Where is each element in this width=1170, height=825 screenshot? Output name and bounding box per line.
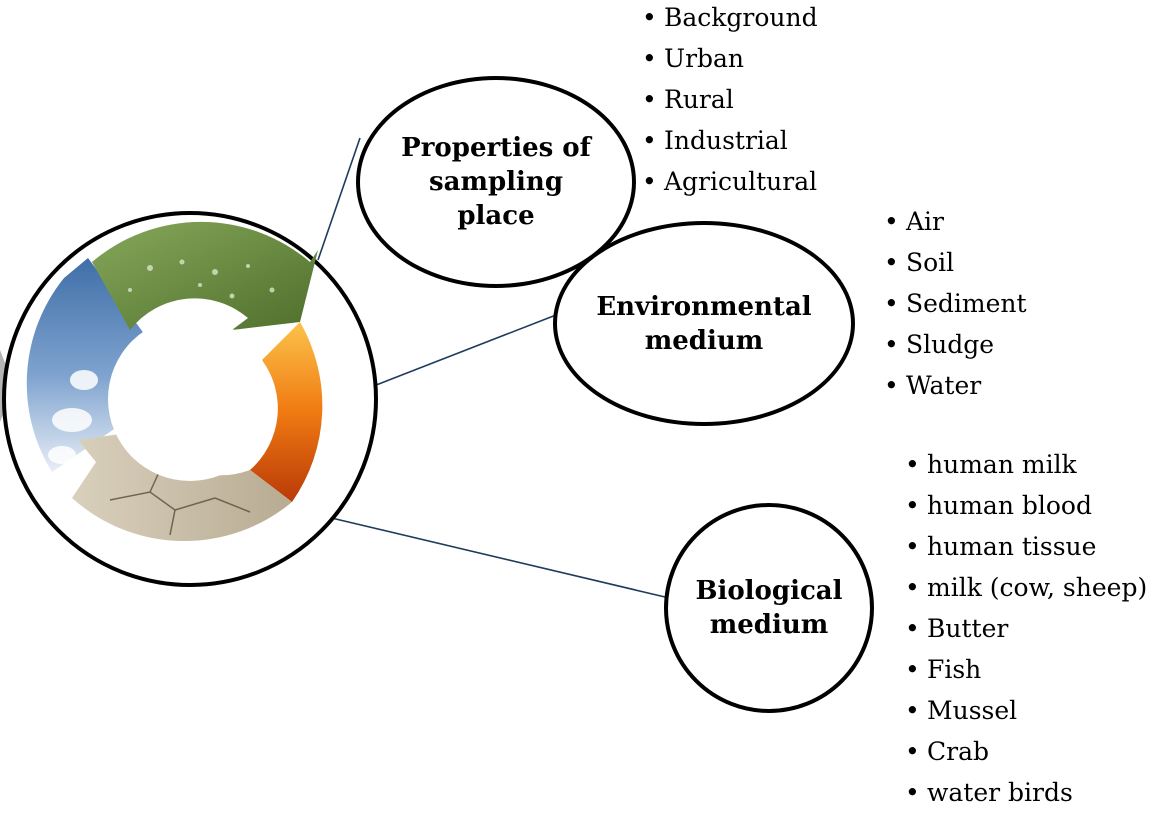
- node-environmental-medium: Environmental medium: [553, 221, 855, 426]
- list-item: Sludge: [884, 324, 1027, 365]
- list-item: water birds: [905, 772, 1147, 813]
- list-item: milk (cow, sheep): [905, 567, 1147, 608]
- list-item: Crab: [905, 731, 1147, 772]
- environmental-medium-list: Air Soil Sediment Sludge Water: [884, 201, 1027, 406]
- node-sampling-place-label: Properties of sampling place: [401, 133, 591, 231]
- hub-center: [108, 317, 272, 481]
- list-item: human tissue: [905, 526, 1147, 567]
- earth-arrow-icon: [72, 430, 292, 542]
- water-arrow-icon: [92, 221, 318, 330]
- list-item: Soil: [884, 242, 1027, 283]
- list-item: Agricultural: [642, 161, 818, 202]
- list-item: Fish: [905, 649, 1147, 690]
- connector-env: [370, 314, 557, 388]
- connector-bio: [322, 515, 666, 598]
- water-droplets-icon: [128, 259, 275, 299]
- sampling-place-list: Background Urban Rural Industrial Agricu…: [642, 0, 818, 202]
- fire-arrow-icon: [250, 322, 323, 502]
- connector-sampling: [317, 137, 361, 261]
- list-item: Butter: [905, 608, 1147, 649]
- list-item: Water: [884, 365, 1027, 406]
- list-item: Mussel: [905, 690, 1147, 731]
- list-item: Industrial: [642, 120, 818, 161]
- cloud-icon: [48, 370, 98, 464]
- list-item: Air: [884, 201, 1027, 242]
- list-item: Urban: [642, 38, 818, 79]
- biological-medium-list: human milk human blood human tissue milk…: [905, 444, 1147, 813]
- list-item: Rural: [642, 79, 818, 120]
- node-sampling-place: Properties of sampling place: [356, 76, 636, 288]
- list-item: Sediment: [884, 283, 1027, 324]
- list-item: human milk: [905, 444, 1147, 485]
- node-biological-medium: Biological medium: [664, 503, 874, 713]
- list-item: Background: [642, 0, 818, 38]
- node-biological-medium-label: Biological medium: [695, 576, 843, 640]
- list-item: human blood: [905, 485, 1147, 526]
- node-environmental-medium-label: Environmental medium: [596, 291, 812, 356]
